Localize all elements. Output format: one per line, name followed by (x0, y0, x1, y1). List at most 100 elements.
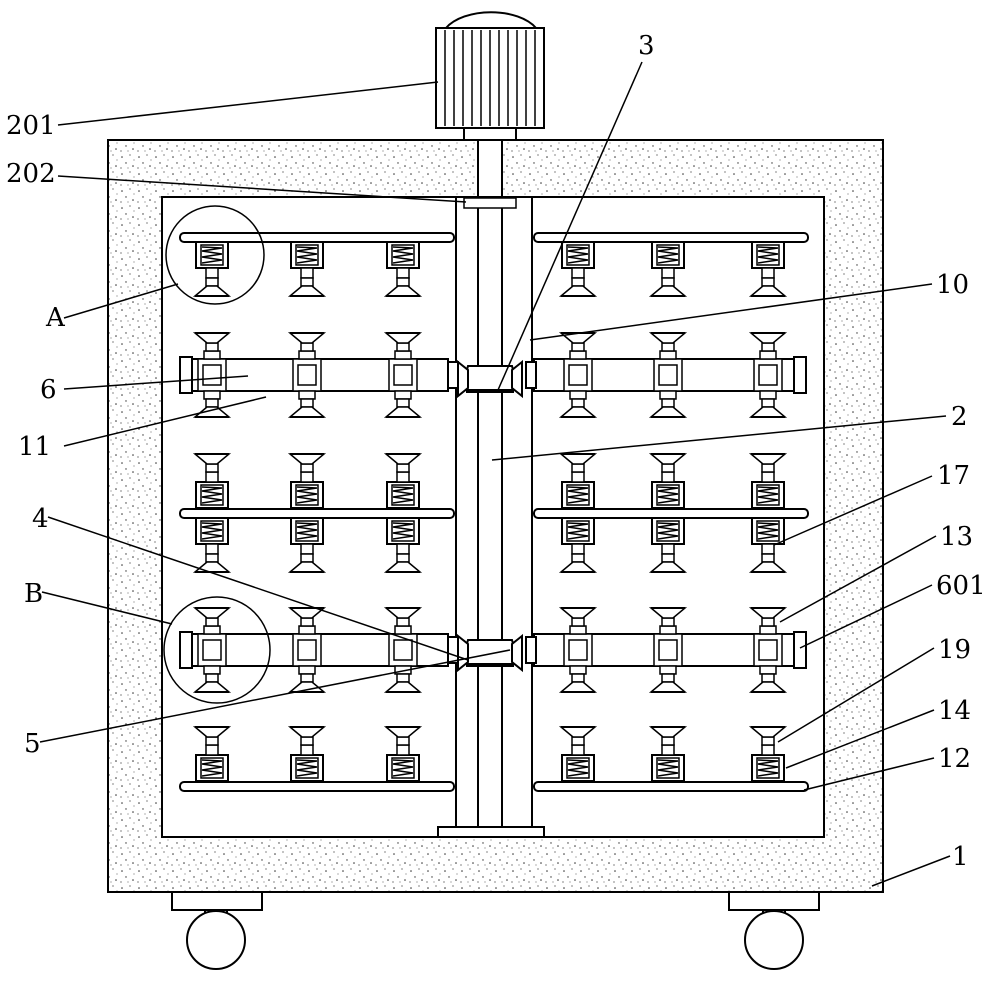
suction-cup (287, 398, 327, 418)
suction-cup (748, 673, 788, 693)
suction-cup (287, 332, 327, 352)
suction-cup (558, 553, 598, 573)
spring-box (651, 754, 685, 782)
label-10: 10 (936, 270, 969, 300)
label-14: 14 (938, 696, 971, 726)
suction-cup (287, 453, 327, 473)
spring-box (386, 754, 420, 782)
rotating-arm (179, 332, 807, 418)
suction-cup (192, 398, 232, 418)
spring-box (651, 481, 685, 509)
label-2: 2 (951, 402, 968, 432)
spring-box (751, 754, 785, 782)
spring-box (290, 517, 324, 545)
fixed-rod (179, 232, 809, 297)
suction-cup (558, 607, 598, 627)
label-13: 13 (940, 522, 973, 552)
label-12: 12 (938, 744, 971, 774)
suction-cup (383, 277, 423, 297)
label-19: 19 (938, 635, 971, 665)
spring-box (195, 241, 229, 269)
suction-cup (558, 673, 598, 693)
suction-cup (287, 607, 327, 627)
detail-circle-b (163, 596, 271, 704)
spring-box (651, 517, 685, 545)
spring-box (561, 517, 595, 545)
bevel-gear-set (457, 633, 523, 673)
suction-cup (383, 726, 423, 746)
suction-cup (648, 607, 688, 627)
spring-box (561, 481, 595, 509)
suction-cup (192, 277, 232, 297)
suction-cup (648, 726, 688, 746)
suction-cup (648, 453, 688, 473)
detail-circle-a (165, 205, 265, 305)
suction-cup (648, 332, 688, 352)
label-b: B (24, 579, 43, 609)
shaft-base (437, 826, 545, 838)
label-201: 201 (6, 111, 56, 141)
suction-cup (383, 673, 423, 693)
motor-fins (444, 30, 536, 126)
rotating-arms (179, 332, 807, 693)
suction-cup (748, 398, 788, 418)
suction-cup (648, 398, 688, 418)
label-4: 4 (32, 504, 49, 534)
spring-box (386, 517, 420, 545)
spring-box (290, 754, 324, 782)
spring-box (386, 241, 420, 269)
spring-box (386, 481, 420, 509)
label-1: 1 (952, 842, 969, 872)
bevel-gear-set (457, 359, 523, 399)
suction-cup (558, 726, 598, 746)
label-11: 11 (18, 432, 51, 462)
fixed-rod (179, 726, 809, 792)
suction-cup (287, 553, 327, 573)
suction-cup (383, 332, 423, 352)
suction-cup (558, 277, 598, 297)
suction-cup (287, 726, 327, 746)
label-a: A (45, 303, 66, 333)
suction-cup (648, 673, 688, 693)
suction-cup (287, 277, 327, 297)
suction-cup (383, 398, 423, 418)
suction-cup (748, 277, 788, 297)
label-17: 17 (937, 461, 970, 491)
suction-cup (748, 607, 788, 627)
spring-box (561, 754, 595, 782)
suction-cup (748, 726, 788, 746)
spring-box (751, 481, 785, 509)
suction-cup (192, 607, 232, 627)
label-6: 6 (40, 375, 57, 405)
fixed-rods (179, 232, 809, 792)
spring-box (561, 241, 595, 269)
suction-cup (748, 453, 788, 473)
suction-cup (383, 607, 423, 627)
leader-lines (39, 61, 951, 887)
suction-cup (748, 332, 788, 352)
suction-cup (383, 553, 423, 573)
label-3: 3 (638, 31, 655, 61)
label-5: 5 (24, 729, 41, 759)
spring-box (195, 754, 229, 782)
spring-box (195, 517, 229, 545)
bevel-gears (457, 359, 523, 673)
suction-cup (192, 332, 232, 352)
suction-cup (192, 673, 232, 693)
suction-cup (383, 453, 423, 473)
label-202: 202 (6, 159, 56, 189)
suction-cup (192, 726, 232, 746)
motor (435, 11, 545, 141)
spring-box (651, 241, 685, 269)
wheel-right (728, 891, 820, 970)
suction-cup (748, 553, 788, 573)
callout-labels: 201 202 3 10 2 17 13 601 19 14 12 1 A 6 … (6, 31, 986, 872)
wheel-left (171, 891, 263, 970)
spring-box (195, 481, 229, 509)
suction-cup (558, 398, 598, 418)
suction-cup (558, 453, 598, 473)
suction-cup (648, 277, 688, 297)
suction-cup (648, 553, 688, 573)
